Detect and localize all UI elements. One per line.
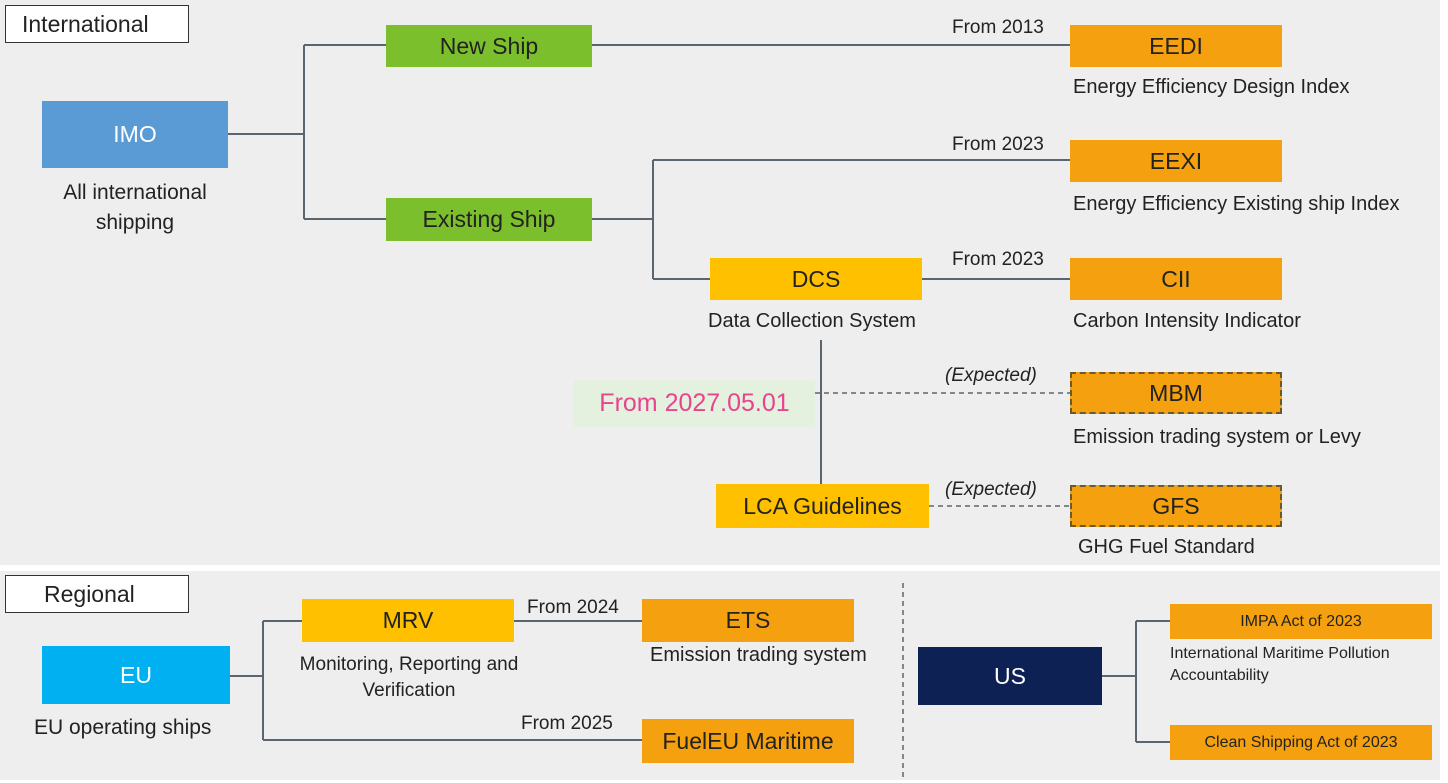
impa-caption-line2: Accountability [1170,667,1269,684]
new-ship-box: New Ship [386,25,592,67]
regional-section-label: Regional [5,575,189,613]
eexi-caption: Energy Efficiency Existing ship Index [1073,193,1400,215]
imo-box: IMO [42,101,228,168]
gfs-box: GFS [1070,485,1282,527]
eu-box: EU [42,646,230,704]
us-box: US [918,647,1102,705]
fueleu-from-label: From 2025 [521,713,613,734]
eexi-from-label: From 2023 [952,134,1044,155]
cii-caption: Carbon Intensity Indicator [1073,310,1301,332]
dcs-box: DCS [710,258,922,300]
eedi-from-label: From 2013 [952,17,1044,38]
ets-box: ETS [642,599,854,642]
gfs-caption: GHG Fuel Standard [1078,536,1255,558]
impa-act-box: IMPA Act of 2023 [1170,604,1432,639]
imo-caption: All international shipping [63,181,207,234]
eedi-caption: Energy Efficiency Design Index [1073,76,1350,98]
dcs-caption: Data Collection System [708,310,916,332]
clean-shipping-act-box: Clean Shipping Act of 2023 [1170,725,1432,760]
mbm-box: MBM [1070,372,1282,414]
eedi-box: EEDI [1070,25,1282,67]
fueleu-maritime-box: FuelEU Maritime [642,719,854,763]
impa-caption-line1: International Maritime Pollution [1170,645,1390,662]
cii-from-label: From 2023 [952,249,1044,270]
mrv-caption-line2: Verification [362,680,456,701]
eexi-box: EEXI [1070,140,1282,182]
mbm-caption: Emission trading system or Levy [1073,426,1361,448]
ets-caption: Emission trading system [650,644,867,666]
eu-caption: EU operating ships [34,716,212,739]
mbm-expected-label: (Expected) [945,365,1037,386]
international-section-label: International [5,5,189,43]
mrv-caption-line1: Monitoring, Reporting and [299,654,519,675]
cii-box: CII [1070,258,1282,300]
ets-from-label: From 2024 [527,597,619,618]
existing-ship-box: Existing Ship [386,198,592,241]
date-note: From 2027.05.01 [574,380,815,427]
lca-guidelines-box: LCA Guidelines [716,484,929,528]
mrv-box: MRV [302,599,514,642]
gfs-expected-label: (Expected) [945,479,1037,500]
